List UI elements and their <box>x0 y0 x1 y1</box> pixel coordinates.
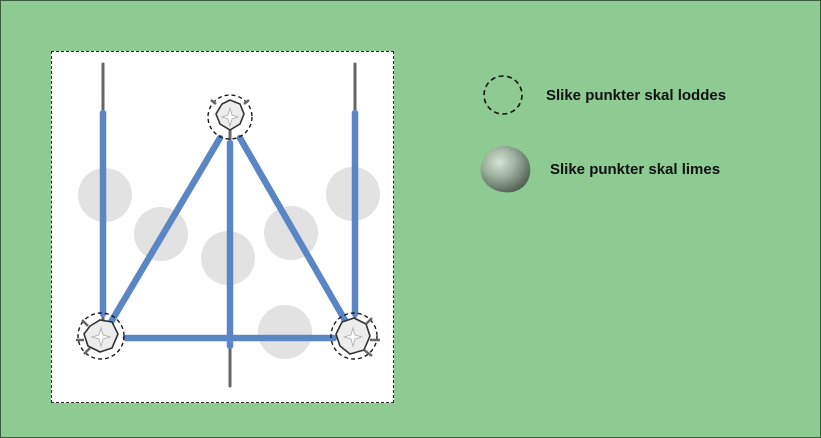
solder-joint-bottom-right <box>330 312 380 360</box>
wire-right-diagonal <box>236 134 350 326</box>
solder-point-icon <box>483 75 523 115</box>
wires <box>99 109 359 350</box>
legend-solder-label: Slike punkter skal loddes <box>546 87 727 104</box>
legend-glue-label: Slike punkter skal limes <box>550 161 721 178</box>
solder-joint-top <box>207 94 253 140</box>
glue-point-icon <box>480 145 531 193</box>
glue-spot <box>258 305 312 359</box>
wire-left-diagonal <box>107 134 224 326</box>
solder-joint-bottom-left <box>76 312 125 360</box>
